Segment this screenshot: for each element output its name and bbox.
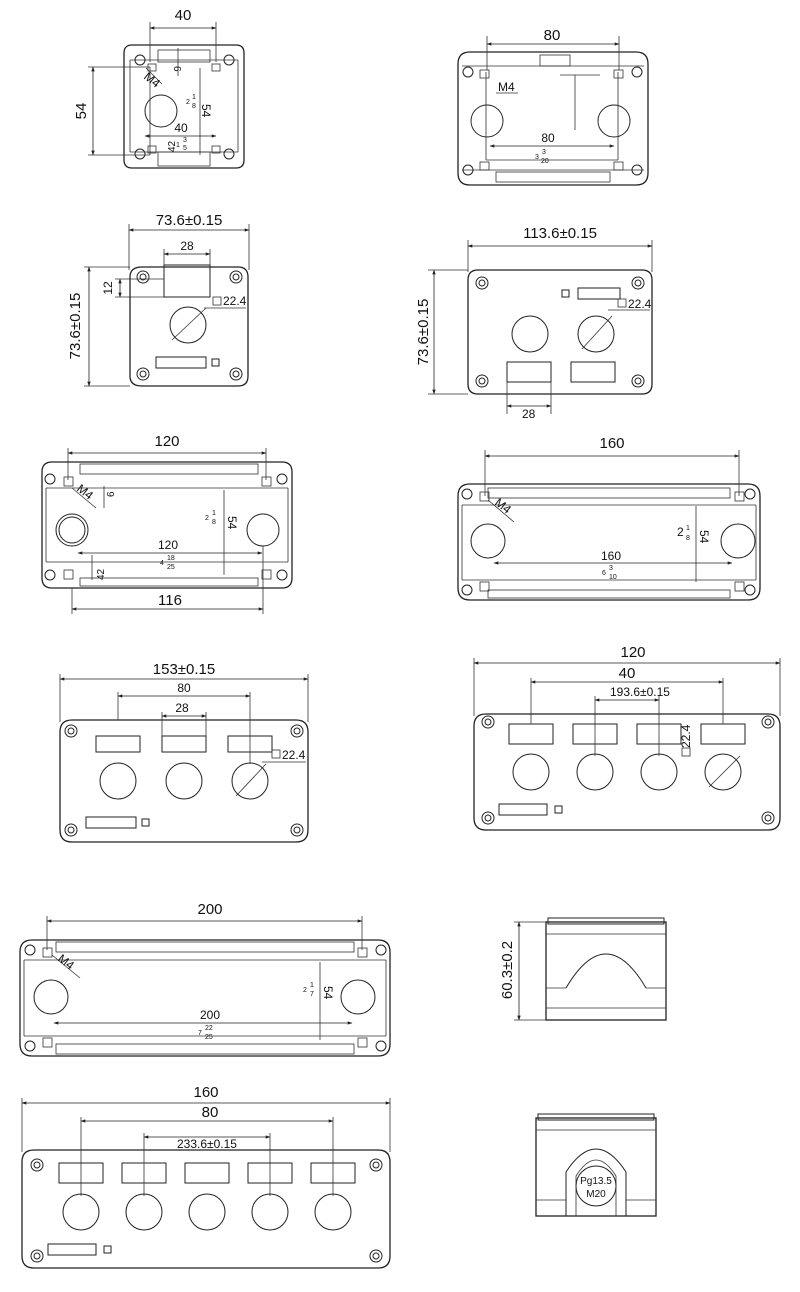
v7-dim-28: 28 [175, 701, 189, 715]
v2-pitch-label: 80 [541, 131, 555, 145]
v9-frac-a-whole: 2 [303, 987, 307, 994]
v11-dim-80: 80 [202, 1104, 219, 1121]
view-3-one-station-box: 22.4 73.6±0.15 28 12 73.6±0.15 [67, 212, 250, 387]
v5-dim-42: 42 [96, 568, 107, 580]
v6-frac-a-whole: 2 [677, 525, 684, 539]
v9-pitch-label: 200 [200, 1008, 220, 1022]
v12-gland-line2: M20 [586, 1189, 606, 1200]
v5-bottom-dim: 116 [158, 592, 182, 609]
view-8-four-station-box: 22.4 120 40 193.6±0.15 [473, 644, 781, 831]
v5-frac-b-den: 25 [167, 564, 175, 571]
v1-width-dim: 40 [175, 7, 192, 24]
v9-frac-a-num: 1 [310, 982, 314, 989]
v5-dim-6: 6 [106, 491, 117, 497]
v9-frac-a-den: 7 [310, 991, 314, 998]
v1-hole-height: 54 [199, 104, 213, 118]
v5-frac-b-num: 18 [167, 555, 175, 562]
v5-frac-a-num: 1 [212, 510, 216, 517]
v12-gland-line1: Pg13.5 [580, 1176, 612, 1187]
v11-inner-dim: 233.6±0.15 [177, 1137, 237, 1151]
view-2-double-hole-base: 80 M4 80 3 3 20 [457, 27, 649, 186]
v1-pitch-label: 40 [174, 121, 188, 135]
v6-frac-b-whole: 6 [602, 570, 606, 577]
v6-top-dim: 160 [599, 435, 624, 452]
v6-pitch-label: 160 [601, 549, 621, 563]
v8-inner-dim: 193.6±0.15 [610, 685, 670, 699]
v1-bolt-thread: M4 [141, 69, 163, 90]
v5-frac-a-whole: 2 [205, 515, 209, 522]
v7-width-dim: 153±0.15 [153, 661, 215, 678]
v6-frac-a-num: 1 [686, 525, 690, 532]
v5-hole-height: 54 [225, 516, 239, 530]
v3-width-dim: 73.6±0.15 [156, 212, 223, 229]
v1-height-dim: 54 [73, 103, 90, 120]
v1-dim-6: 6 [171, 66, 182, 72]
v5-pitch-label: 120 [158, 538, 178, 552]
v1-frac-a-num: 1 [192, 94, 196, 101]
v3-dim-12: 12 [101, 281, 115, 295]
v11-dim-160: 160 [193, 1084, 218, 1101]
v9-bolt-thread: M4 [55, 951, 77, 972]
v5-top-dim: 120 [154, 433, 179, 450]
v4-width-dim: 113.6±0.15 [523, 225, 597, 242]
v2-frac-whole: 3 [535, 154, 539, 161]
view-5-base-120: 120 M4 6 54 2 1 8 120 4 18 25 42 116 [41, 433, 293, 614]
view-9-base-200: 200 M4 54 2 1 7 200 7 22 25 [19, 901, 391, 1057]
v2-frac-den: 20 [541, 158, 549, 165]
v9-frac-b-den: 25 [205, 1034, 213, 1041]
v3-square-label: 22.4 [223, 294, 247, 308]
v1-frac-a-den: 8 [192, 103, 196, 110]
v9-hole-height: 54 [321, 986, 335, 1000]
v8-dim-40: 40 [619, 665, 636, 682]
v3-dim-28: 28 [180, 239, 194, 253]
v7-square-label: 22.4 [282, 748, 306, 762]
v9-top-dim: 200 [197, 901, 222, 918]
v8-dim-120: 120 [620, 644, 645, 661]
v6-frac-a-den: 8 [686, 535, 690, 542]
view-10-side-view: 60.3±0.2 [499, 917, 667, 1021]
v6-frac-b-den: 10 [609, 574, 617, 581]
v3-height-dim: 73.6±0.15 [67, 293, 84, 360]
v1-dim-42: 42 [167, 140, 178, 152]
v1-frac-b-den: 5 [183, 145, 187, 152]
view-11-five-station-box: 160 80 233.6±0.15 [21, 1084, 391, 1269]
v5-bolt-thread: M4 [74, 481, 96, 502]
v6-hole-height: 54 [697, 530, 711, 544]
view-1-single-hole-base: 40 54 M4 6 54 2 1 8 40 1 3 5 42 [73, 7, 245, 169]
v1-frac-a-whole: 2 [186, 99, 190, 106]
v2-width-dim: 80 [544, 27, 561, 44]
v1-frac-b-whole: 1 [176, 142, 180, 149]
v4-square-label: 22.4 [628, 297, 652, 311]
view-4-two-station-box: 22.4 28 113.6±0.15 73.6±0.15 [415, 225, 653, 421]
v7-dim-80: 80 [177, 681, 191, 695]
v9-frac-b-num: 22 [205, 1025, 213, 1032]
v2-frac-num: 3 [542, 149, 546, 156]
v4-dim-28: 28 [522, 407, 536, 421]
v9-frac-b-whole: 7 [198, 1030, 202, 1037]
v5-frac-a-den: 8 [212, 519, 216, 526]
v8-square-label: 22.4 [679, 724, 693, 748]
v5-frac-b-whole: 4 [160, 560, 164, 567]
view-12-end-view-gland: Pg13.5 M20 [535, 1113, 657, 1217]
v6-bolt-thread: M4 [492, 495, 514, 516]
v1-frac-b-num: 3 [183, 137, 187, 144]
view-7-three-station-box: 22.4 153±0.15 80 28 [59, 661, 309, 843]
v10-height-dim: 60.3±0.2 [499, 941, 516, 999]
view-6-base-160: 160 M4 54 2 1 8 160 6 3 10 [457, 435, 761, 601]
v4-height-dim: 73.6±0.15 [415, 299, 432, 366]
v2-bolt-thread: M4 [498, 80, 515, 94]
v6-frac-b-num: 3 [609, 565, 613, 572]
